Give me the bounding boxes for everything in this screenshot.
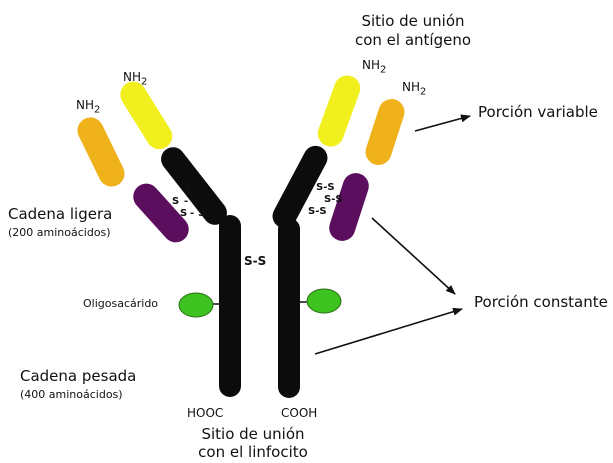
left-heavy-variable — [115, 77, 177, 154]
arrow-constant-lower — [315, 309, 462, 354]
nh2-subscript: 2 — [94, 104, 100, 115]
antigen-site-label-line1: Sitio de unión — [358, 12, 468, 30]
right-light-constant — [326, 170, 372, 245]
nh2-subscript: 2 — [380, 64, 386, 75]
nh2-subscript: 2 — [420, 86, 426, 97]
nh2-label-left-light: NH2 — [76, 98, 100, 115]
left-disulfide-dash: - — [184, 196, 188, 207]
nh2-subscript: 2 — [141, 76, 147, 87]
left-disulfide-dash2: - — [190, 208, 194, 219]
right-heavy-chain-stem — [278, 218, 300, 398]
lymphocyte-site-label-line2: con el linfocito — [191, 443, 315, 461]
arrow-constant-upper — [372, 218, 455, 294]
left-disulfide-s5: S — [198, 208, 205, 219]
lymphocyte-site-label-line1: Sitio de unión — [197, 425, 309, 443]
nh2-label-right-light: NH2 — [402, 80, 426, 97]
hooc-label: HOOC — [187, 406, 223, 420]
right-heavy-variable — [314, 72, 364, 150]
right-disulfide-middle: S-S — [324, 194, 343, 205]
left-light-variable — [73, 113, 129, 191]
arrow-variable — [415, 116, 470, 131]
nh2-label-left-heavy: NH2 — [123, 70, 147, 87]
oligosaccharide-label: Oligosacárido — [83, 297, 158, 310]
hinge-disulfide: S-S — [244, 254, 266, 268]
left-disulfide-s1: S — [184, 184, 191, 195]
right-disulfide-bottom: S-S — [308, 206, 327, 217]
light-chain-label: Cadena ligera — [8, 205, 112, 223]
left-disulfide-s4: S — [180, 208, 187, 219]
right-disulfide-top: S-S — [316, 182, 335, 193]
right-light-variable — [362, 96, 408, 169]
left-heavy-chain-stem — [219, 215, 241, 397]
left-disulfide-s2: S — [172, 196, 179, 207]
constant-portion-label: Porción constante — [474, 293, 608, 311]
heavy-chain-label: Cadena pesada — [20, 367, 136, 385]
antigen-site-label-line2: con el antígeno — [345, 31, 481, 49]
light-chain-count: (200 aminoácidos) — [8, 226, 111, 239]
heavy-chain-count: (400 aminoácidos) — [20, 388, 123, 401]
left-oligosaccharide — [179, 293, 213, 317]
variable-portion-label: Porción variable — [478, 103, 598, 121]
right-oligosaccharide — [307, 289, 341, 313]
left-disulfide-s3: S — [192, 196, 199, 207]
nh2-label-right-heavy: NH2 — [362, 58, 386, 75]
cooh-label: COOH — [281, 406, 317, 420]
